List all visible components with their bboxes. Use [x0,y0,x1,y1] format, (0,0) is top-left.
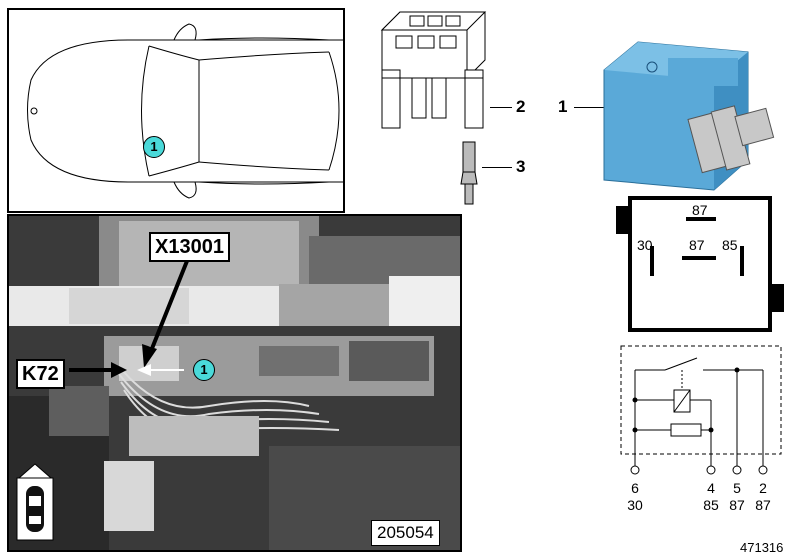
schematic-terminal-30: 30 [627,497,643,513]
installation-photo-panel: X13001 K72 1 205054 [7,214,462,552]
schematic-pin-4: 4 [707,480,715,496]
leader-line-2 [490,107,512,108]
part-number-1: 1 [558,97,568,116]
part-number-3: 3 [516,157,526,176]
part-number-2: 2 [516,97,526,116]
document-number: 471316 [740,540,784,555]
connector-label-x13001: X13001 [149,232,230,262]
pin-label-top: 87 [692,202,708,218]
schematic-pin-5: 5 [733,480,741,496]
photo-reference-number: 205054 [371,520,440,546]
relay-circuit-schematic [615,340,790,480]
leader-line-3 [482,167,512,168]
pin-label-right: 85 [722,237,738,253]
schematic-terminal-85: 85 [703,497,719,513]
location-marker-1: 1 [143,136,165,158]
pin-label-center: 87 [689,237,705,253]
relay-pin-layout-symbol: 87 30 87 85 [612,192,787,337]
schematic-terminal-87b: 87 [755,497,771,513]
car-outline-drawing [27,23,345,199]
pin-label-left: 30 [637,237,653,253]
installation-photo [9,216,460,550]
relay-photo [598,40,778,195]
leader-line-1 [574,107,604,108]
relay-location-marker-1: 1 [193,359,215,381]
connector-housing-drawing [370,10,500,135]
vehicle-location-panel: 1 [7,8,345,213]
schematic-terminal-87a: 87 [729,497,745,513]
schematic-pin-6: 6 [631,480,639,496]
relay-label-k72: K72 [16,359,65,389]
schematic-pin-2: 2 [759,480,767,496]
contact-terminal-drawing [455,140,485,206]
vehicle-front-icon [15,462,55,542]
